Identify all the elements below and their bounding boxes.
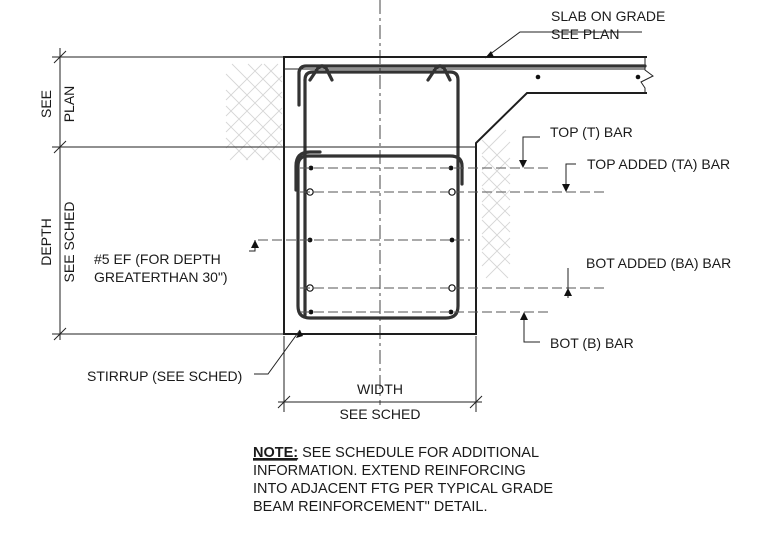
plan-label: PLAN <box>61 86 77 123</box>
arrowheads <box>251 51 572 338</box>
depth-label: DEPTH <box>38 218 54 265</box>
ef-label-line1: #5 EF (FOR DEPTH <box>94 251 221 267</box>
ef-label-line2: GREATERTHAN 30") <box>94 269 228 285</box>
note-line3: INTO ADJACENT FTG PER TYPICAL GRADE <box>253 481 553 497</box>
stirrup <box>294 70 464 320</box>
width-see-sched-label: SEE SCHED <box>340 406 421 422</box>
slab-label-line1: SLAB ON GRADE <box>551 8 665 24</box>
concrete-outline <box>283 56 654 335</box>
slab-label-line2: SEE PLAN <box>551 26 619 42</box>
depth-see-sched-label: SEE SCHED <box>61 202 77 283</box>
bot-added-bar-label: BOT ADDED (BA) BAR <box>586 255 731 271</box>
width-label: WIDTH <box>357 381 403 397</box>
top-bar-label: TOP (T) BAR <box>550 124 633 140</box>
slab-rebar <box>297 64 647 107</box>
width-dimension <box>277 336 483 412</box>
slab-bar-dot <box>635 74 641 80</box>
stirrup-label: STIRRUP (SEE SCHED) <box>87 368 242 384</box>
general-note: NOTE: SEE SCHEDULE FOR ADDITIONAL INFORM… <box>253 445 553 515</box>
bar-level-lines <box>258 167 604 313</box>
see-label: SEE <box>38 90 54 118</box>
note-heading: NOTE: <box>253 445 298 461</box>
top-added-bar-label: TOP ADDED (TA) BAR <box>587 156 730 172</box>
soil-hatch <box>225 63 511 279</box>
note-line1: NOTE: SEE SCHEDULE FOR ADDITIONAL <box>253 445 539 461</box>
bot-bar-label: BOT (B) BAR <box>550 335 634 351</box>
leaders <box>249 31 642 375</box>
slab-bar-dot <box>535 74 541 80</box>
note-line4: BEAM REINFORCEMENT" DETAIL. <box>253 499 488 515</box>
depth-dimension <box>52 48 476 341</box>
note-line2: INFORMATION. EXTEND REINFORCING <box>253 463 526 479</box>
